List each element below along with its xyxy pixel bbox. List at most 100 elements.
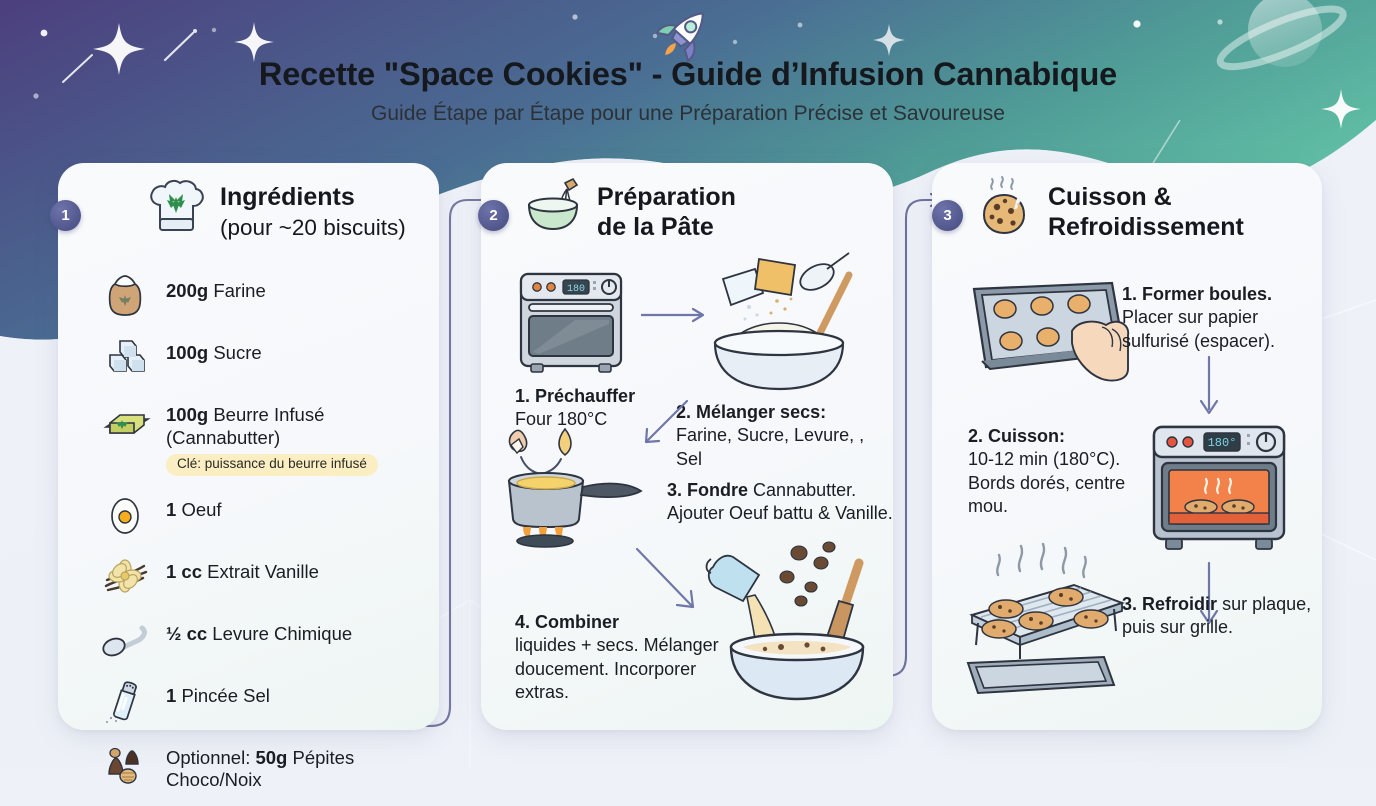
ingredient-amount: 1 cc <box>166 560 203 582</box>
step-4-text: 4. Combiner liquides + secs. Mélanger do… <box>515 611 725 705</box>
step-3-text: 3. Fondre Cannabutter. Ajouter Oeuf batt… <box>667 479 897 526</box>
bake-step-2-bold: Cuisson: <box>988 426 1066 446</box>
flour-sack-icon <box>108 275 142 316</box>
ingredient-text: Optionnel: 50g Pépites Choco/Noix <box>166 738 428 792</box>
vanilla-flower-icon <box>104 558 148 593</box>
svg-text:180°: 180° <box>1208 436 1237 450</box>
step-1-text: 1. Préchauffer Four 180°C <box>515 385 635 432</box>
step-1-bold: Préchauffer <box>535 386 636 406</box>
arrow-down-right-icon <box>635 547 695 609</box>
ingredient-amount: ½ cc <box>166 622 208 644</box>
panel-2-title: Préparation de la Pâte <box>597 179 736 242</box>
panel-1-title-line1: Ingrédients <box>220 183 355 211</box>
choco-chips-nuts-icon <box>108 747 139 784</box>
step-2-text: 2. Mélanger secs: Farine, Sucre, Levure,… <box>676 401 891 471</box>
bake-step-2-num: 2. <box>968 426 984 446</box>
oven-icon: 180 <box>519 272 623 373</box>
ingredient-name: Beurre Infusé (Cannabutter) <box>166 404 325 448</box>
list-item: 100g Beurre Infusé (Cannabutter) Clé: pu… <box>98 395 428 476</box>
oven-baking-icon: 180° <box>1152 425 1286 550</box>
panel-2-title-line1: Préparation <box>597 183 736 211</box>
ingredient-text: 1 Pincée Sel <box>166 676 270 708</box>
panel-3-title: Cuisson & Refroidissement <box>1048 179 1244 242</box>
page-title: Recette "Space Cookies" - Guide d’Infusi… <box>258 56 1118 92</box>
bake-step-3-bold: Refroidir <box>1142 594 1218 614</box>
saucepan-melting-icon <box>507 427 643 548</box>
step-2-rest: Farine, Sucre, Levure, , Sel <box>676 425 865 469</box>
cookie-icon <box>982 176 1026 235</box>
ingredient-name: Levure Chimique <box>212 622 353 644</box>
panel-3-title-line1: Cuisson & <box>1048 183 1172 211</box>
bowl-dry-ingredients-icon <box>713 252 853 391</box>
bake-step-1-num: 1. <box>1122 284 1138 304</box>
cooling-rack-icon <box>966 542 1125 695</box>
bake-step-2-text: 2. Cuisson: 10-12 min (180°C). Bords dor… <box>968 425 1158 519</box>
panel-preparation: Préparation de la Pâte 180 <box>481 163 893 730</box>
step-4-bold: Combiner <box>535 612 620 632</box>
mixing-bowl-whisk-icon <box>527 177 579 231</box>
list-item: ½ cc Levure Chimique <box>98 614 428 662</box>
panel-2-header: Préparation de la Pâte <box>521 177 736 242</box>
ingredient-amount: 100g <box>166 342 209 363</box>
panel-baking: Cuisson & Refroidissement 1. Former boul… <box>932 163 1322 730</box>
ingredients-list: 200g Farine 100g Sucre <box>98 271 428 806</box>
sugar-cubes-icon <box>109 340 145 372</box>
step-badge-3: 3 <box>932 200 963 231</box>
spoon-icon <box>102 625 147 656</box>
step-1-num: 1. <box>515 386 531 406</box>
step-4-num: 4. <box>515 612 531 632</box>
arrow-down-icon <box>1199 355 1219 415</box>
ingredient-text: 100g Beurre Infusé (Cannabutter) Clé: pu… <box>166 395 428 476</box>
bake-step-1-rest: Placer sur papier sulfurisé (espacer). <box>1122 307 1276 351</box>
step-3-rest: Cannabutter. Ajouter Oeuf battu & Vanill… <box>667 480 893 524</box>
step-3-bold: Fondre <box>687 480 749 500</box>
panel-1-title: Ingrédients (pour ~20 biscuits) <box>220 179 406 242</box>
ingredient-name: Pincée Sel <box>181 684 270 706</box>
panel-3-title-line2: Refroidissement <box>1048 212 1244 241</box>
egg-icon <box>111 497 139 534</box>
panel-1-header: Ingrédients (pour ~20 biscuits) <box>144 179 406 242</box>
step-4-rest: liquides + secs. Mélanger doucement. Inc… <box>515 635 719 703</box>
ingredient-amount: 1 <box>166 684 177 706</box>
step-badge-1: 1 <box>50 200 81 231</box>
panels-container: Ingrédients (pour ~20 biscuits) 200g Far… <box>0 163 1376 790</box>
ingredient-amount: 200g <box>166 280 209 301</box>
ingredient-name: Farine <box>213 280 266 301</box>
butter-block-icon <box>103 414 151 434</box>
ingredient-name: Sucre <box>213 342 262 363</box>
rocket-icon <box>655 12 704 63</box>
step-2-bold: Mélanger secs: <box>696 402 827 422</box>
bake-step-3-rest: sur plaque, puis sur grille. <box>1122 594 1312 638</box>
bake-step-2-rest: 10-12 min (180°C). Bords dorés, centre m… <box>968 449 1126 517</box>
list-item: 200g Farine <box>98 271 428 319</box>
salt-shaker-icon <box>106 680 137 723</box>
arrow-down-icon-2 <box>1199 561 1219 625</box>
panel-ingredients: Ingrédients (pour ~20 biscuits) 200g Far… <box>58 163 439 790</box>
ingredient-amount: 1 <box>166 498 177 520</box>
svg-text:180: 180 <box>567 284 585 295</box>
chef-hat-cannabis-icon <box>150 179 204 231</box>
bake-step-1-bold: Former boules. <box>1142 284 1273 304</box>
panel-3-header: Cuisson & Refroidissement <box>972 176 1244 242</box>
panel-2-title-line2: de la Pâte <box>597 212 714 241</box>
step-badge-2: 2 <box>478 200 509 231</box>
key-highlight-pill: Clé: puissance du beurre infusé <box>166 454 378 476</box>
list-item: 100g Sucre <box>98 333 428 381</box>
bake-step-3-num: 3. <box>1122 594 1138 614</box>
ingredient-prefix: Optionnel: <box>166 746 251 768</box>
header: Recette "Space Cookies" - Guide d’Infusi… <box>0 56 1376 126</box>
list-item: 1 Pincée Sel <box>98 676 428 724</box>
arrow-right-icon <box>641 307 705 323</box>
step-1-rest: Four 180°C <box>515 409 608 430</box>
ingredient-amount: 100g <box>166 404 209 425</box>
ingredient-text: 1 Oeuf <box>166 490 222 522</box>
bowl-batter-icon <box>705 541 865 701</box>
ingredient-amount: 50g <box>255 746 288 768</box>
ingredient-text: ½ cc Levure Chimique <box>166 614 352 646</box>
page-subtitle: Guide Étape par Étape pour une Préparati… <box>371 102 1005 125</box>
ingredient-text: 100g Sucre <box>166 333 262 365</box>
ingredient-name: Oeuf <box>181 498 222 520</box>
ingredient-name: Extrait Vanille <box>207 560 319 582</box>
list-item: Optionnel: 50g Pépites Choco/Noix <box>98 738 428 792</box>
arrow-down-left-icon <box>644 399 689 444</box>
